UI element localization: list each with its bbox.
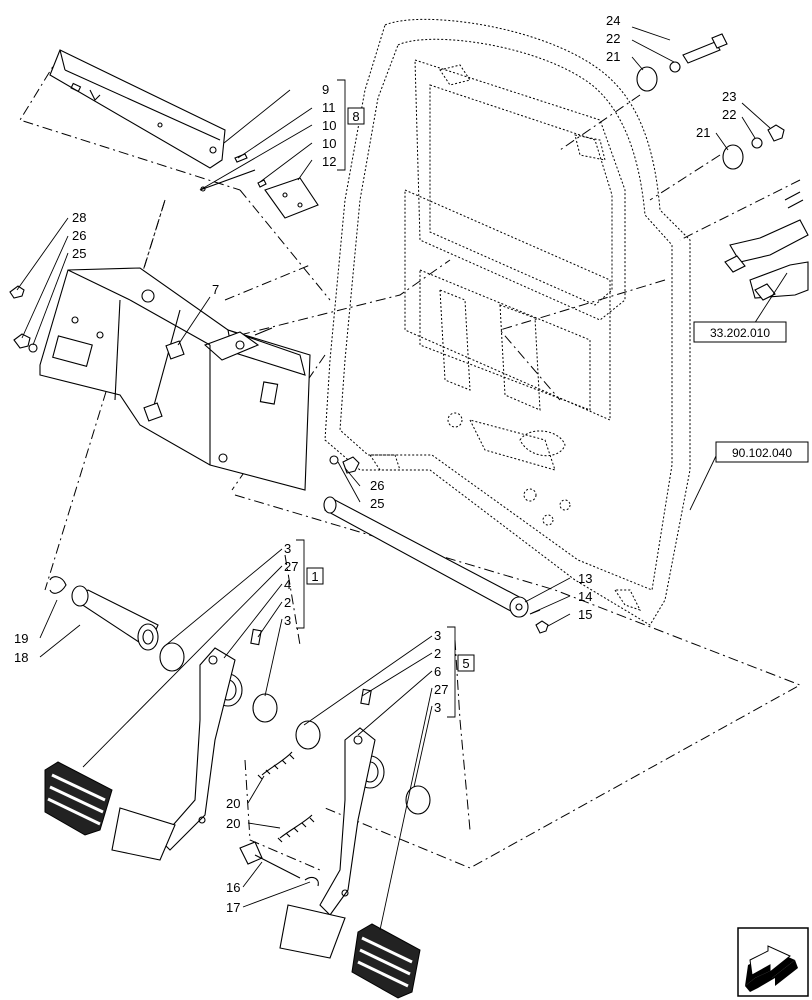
callout-20: 20 bbox=[226, 816, 240, 831]
callout-16: 16 bbox=[226, 880, 240, 895]
callout-26: 26 bbox=[72, 228, 86, 243]
callout-10: 10 bbox=[322, 136, 336, 151]
reference-box-90102040[interactable]: 90.102.040 bbox=[715, 441, 809, 463]
callout-18: 18 bbox=[14, 650, 28, 665]
callout-13: 13 bbox=[578, 571, 592, 586]
callout-3: 3 bbox=[284, 541, 291, 556]
grease-nipples bbox=[250, 628, 372, 706]
callout-27: 27 bbox=[434, 682, 448, 697]
callout-21: 21 bbox=[606, 49, 620, 64]
pivot-sleeve bbox=[49, 576, 159, 651]
cross-shaft bbox=[323, 496, 549, 634]
cab-frame-panel bbox=[324, 18, 691, 626]
callout-11: 11 bbox=[322, 100, 336, 115]
reference-90-102-040[interactable]: 90.102.040 bbox=[732, 446, 792, 460]
callout-20: 20 bbox=[226, 796, 240, 811]
callout-15: 15 bbox=[578, 607, 592, 622]
callout-2: 2 bbox=[284, 595, 291, 610]
top-right-bolts bbox=[636, 33, 785, 170]
callout-25: 25 bbox=[370, 496, 384, 511]
callout-3: 3 bbox=[434, 628, 441, 643]
callout-9: 9 bbox=[322, 82, 329, 97]
callout-14: 14 bbox=[578, 589, 592, 604]
callout-7: 7 bbox=[212, 282, 219, 297]
leader-lines bbox=[16, 26, 788, 931]
brake-pedal-arm bbox=[279, 727, 421, 999]
group-1-label: 1 bbox=[311, 569, 318, 584]
clutch-pedal-arm bbox=[44, 647, 236, 861]
callout-3: 3 bbox=[284, 613, 291, 628]
group-bracket-1: 1 bbox=[296, 539, 324, 629]
reference-33-202-010[interactable]: 33.202.010 bbox=[710, 326, 770, 340]
callout-22: 22 bbox=[722, 107, 736, 122]
bolt-26-25-right bbox=[329, 455, 360, 474]
clevis-pin bbox=[239, 841, 319, 887]
callout-4: 4 bbox=[284, 577, 291, 592]
next-page-arrow-icon[interactable] bbox=[737, 927, 809, 997]
callout-17: 17 bbox=[226, 900, 240, 915]
callout-19: 19 bbox=[14, 631, 28, 646]
group-bracket-5: 5 bbox=[447, 626, 475, 718]
reference-box-33202010[interactable]: 33.202.010 bbox=[693, 321, 787, 343]
return-springs bbox=[257, 751, 315, 843]
group-5-label: 5 bbox=[462, 656, 469, 671]
callout-28: 28 bbox=[72, 210, 86, 225]
callout-24: 24 bbox=[606, 13, 620, 28]
callout-23: 23 bbox=[722, 89, 736, 104]
small-fasteners-group8 bbox=[199, 153, 319, 219]
callout-numbers: 24 22 21 23 22 21 9 11 10 10 12 28 26 25… bbox=[14, 13, 736, 915]
callout-10: 10 bbox=[322, 118, 336, 133]
pedal-mounting-plate bbox=[39, 267, 311, 491]
pedal-support-bracket bbox=[49, 49, 226, 169]
callout-27: 27 bbox=[284, 559, 298, 574]
callout-2: 2 bbox=[434, 646, 441, 661]
callout-12: 12 bbox=[322, 154, 336, 169]
bolt-28-26-25 bbox=[9, 285, 38, 353]
master-cylinder-assembly bbox=[724, 191, 809, 301]
group-bracket-8: 8 bbox=[337, 79, 365, 171]
callout-3: 3 bbox=[434, 700, 441, 715]
assembly-guide-lines bbox=[19, 54, 802, 871]
callout-21: 21 bbox=[696, 125, 710, 140]
callout-6: 6 bbox=[434, 664, 441, 679]
callout-26: 26 bbox=[370, 478, 384, 493]
callout-22: 22 bbox=[606, 31, 620, 46]
callout-25: 25 bbox=[72, 246, 86, 261]
group-8-label: 8 bbox=[352, 109, 359, 124]
